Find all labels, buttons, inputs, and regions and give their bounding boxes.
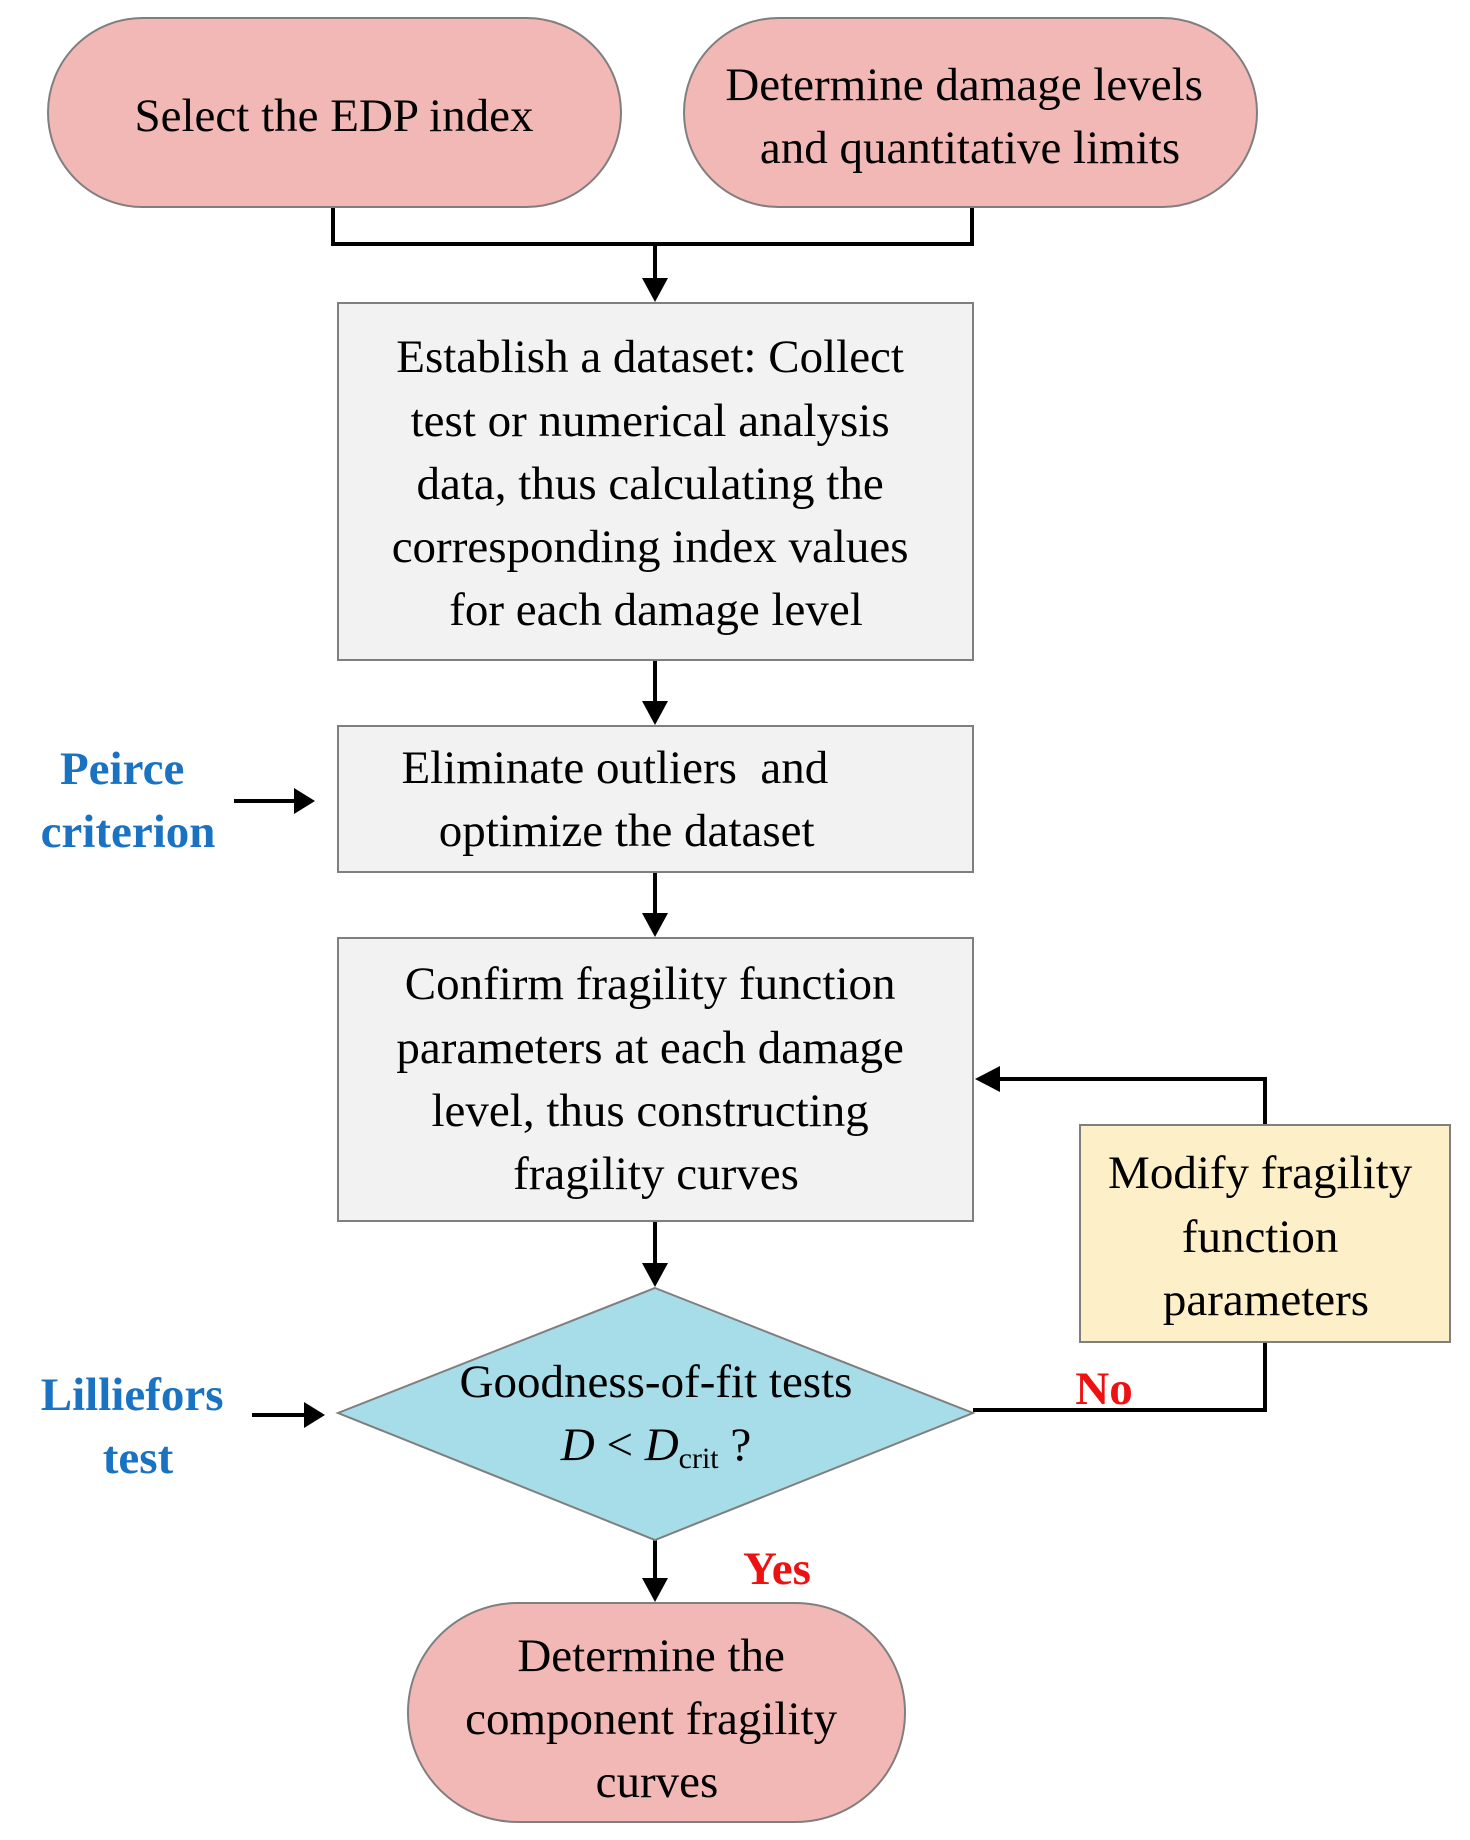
confirm-line-3: level, thus constructing xyxy=(431,1085,868,1137)
decision-goodness-of-fit: Goodness-of-fit tests D < Dcrit ? xyxy=(335,1286,976,1542)
arrowhead-eliminate xyxy=(642,701,668,725)
process-establish-dataset: Establish a dataset: Collect test or num… xyxy=(337,302,974,661)
peirce-line-1: Peirce xyxy=(60,743,184,795)
process-eliminate-outliers: Eliminate outliers and optimize the data… xyxy=(0,0,974,873)
goodness-of-fit-title: Goodness-of-fit tests xyxy=(460,1356,853,1408)
terminal-determine-damage: Determine damage levels and quantitative… xyxy=(683,17,1258,208)
condition-less-than: < xyxy=(595,1419,645,1471)
establish-line-1: Establish a dataset: Collect xyxy=(396,331,904,383)
arrowhead-peirce xyxy=(294,788,315,814)
goodness-of-fit-condition: D < Dcrit ? xyxy=(560,1419,752,1475)
arrowhead-lilliefors xyxy=(304,1402,325,1428)
establish-line-4: corresponding index values xyxy=(392,521,909,573)
final-line-2: component fragility xyxy=(465,1693,837,1745)
final-text: Determine the component fragility curves xyxy=(465,1630,849,1808)
peirce-line-2: criterion xyxy=(41,806,216,858)
select-edp-line: Select the EDP index xyxy=(135,90,534,142)
yes-label: Yes xyxy=(743,1543,811,1595)
process-confirm-parameters: Confirm fragility function parameters at… xyxy=(337,937,974,1222)
eliminate-line-2: optimize the dataset xyxy=(439,805,815,857)
terminal-final: Determine the component fragility curves xyxy=(407,1602,906,1823)
modify-line-2: function xyxy=(1182,1211,1339,1263)
modify-line-1: Modify fragility xyxy=(1108,1147,1413,1199)
eliminate-line-1: Eliminate outliers and xyxy=(401,742,828,794)
modify-line-3: parameters xyxy=(1163,1274,1369,1326)
condition-d-crit: D xyxy=(644,1419,679,1471)
lilliefors-test-label: Lilliefors test xyxy=(41,1369,236,1484)
establish-line-5: for each damage level xyxy=(449,584,863,636)
arrowhead-final xyxy=(642,1578,668,1602)
confirm-line-2: parameters at each damage xyxy=(396,1022,904,1074)
connector-no-loop xyxy=(973,1342,1267,1412)
arrowhead-confirm xyxy=(642,913,668,937)
establish-dataset-text: Establish a dataset: Collect test or num… xyxy=(392,331,921,636)
confirm-line-4: fragility curves xyxy=(513,1148,799,1200)
confirm-line-1: Confirm fragility function xyxy=(405,958,896,1010)
lilliefors-line-2: test xyxy=(103,1432,174,1484)
modify-parameters-text: Modify fragility function parameters xyxy=(1108,1147,1424,1326)
determine-damage-text: Determine damage levels and quantitative… xyxy=(725,59,1214,174)
establish-line-2: test or numerical analysis xyxy=(411,395,890,447)
lilliefors-line-1: Lilliefors xyxy=(41,1369,224,1421)
condition-crit-subscript: crit xyxy=(679,1442,720,1475)
connector-top-merge xyxy=(331,207,974,246)
connector-modify-to-confirm xyxy=(1000,1077,1267,1125)
terminal-select-edp: Select the EDP index xyxy=(47,17,622,208)
condition-d: D xyxy=(560,1419,595,1471)
confirm-parameters-text: Confirm fragility function parameters at… xyxy=(396,958,915,1200)
determine-damage-line-1: Determine damage levels xyxy=(725,59,1203,111)
arrowhead-establish xyxy=(642,278,668,302)
peirce-criterion-label: Peirce criterion xyxy=(41,743,216,858)
connectors xyxy=(234,207,1267,1580)
final-line-3: curves xyxy=(596,1756,719,1808)
no-label: No xyxy=(1075,1363,1132,1415)
condition-question: ? xyxy=(719,1419,752,1471)
determine-damage-line-2: and quantitative limits xyxy=(760,122,1180,174)
arrowheads xyxy=(294,278,1000,1602)
select-edp-text: Select the EDP index xyxy=(135,90,534,142)
process-modify-parameters: Modify fragility function parameters xyxy=(1079,1124,1451,1343)
goodness-of-fit-line-1: Goodness-of-fit tests xyxy=(460,1356,853,1408)
arrowhead-modify-to-confirm xyxy=(975,1066,1000,1092)
eliminate-outliers-text: Eliminate outliers and optimize the data… xyxy=(0,0,911,857)
final-line-1: Determine the xyxy=(517,1630,785,1682)
establish-line-3: data, thus calculating the xyxy=(417,458,884,510)
arrowhead-decision xyxy=(642,1263,668,1287)
